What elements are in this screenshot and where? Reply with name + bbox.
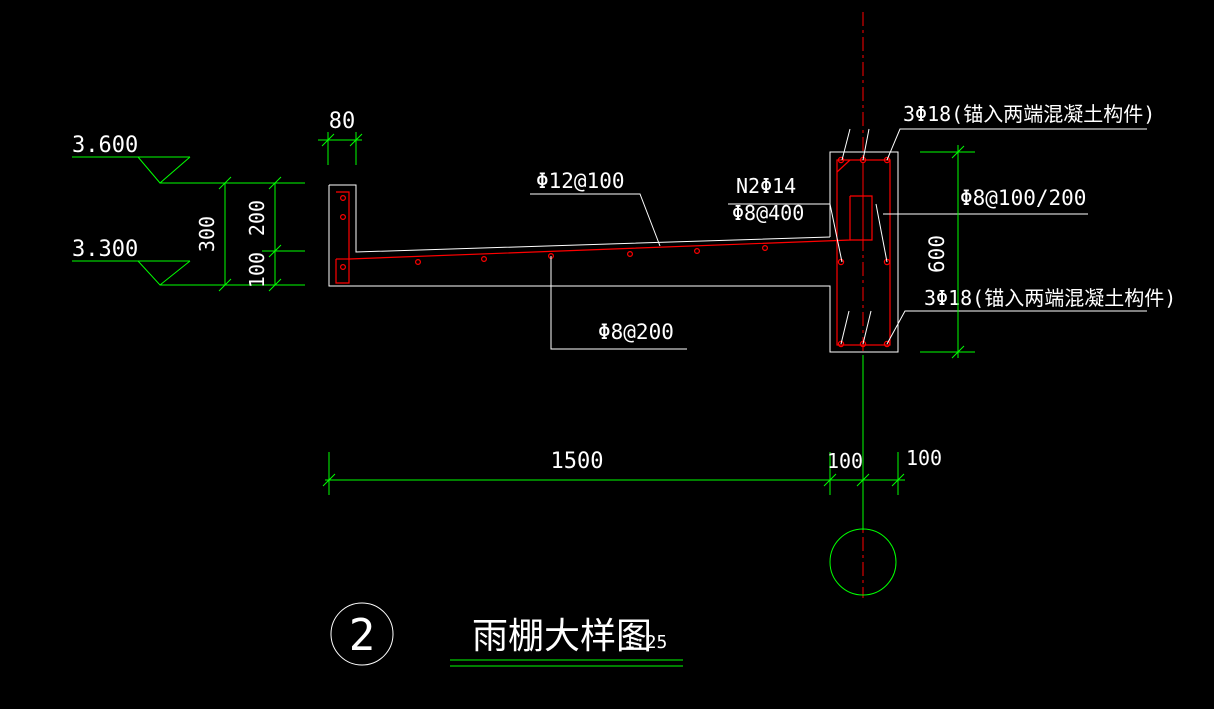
canopy-slab-outline: [328, 151, 899, 353]
axis-bubble: [829, 528, 897, 596]
beam-bottom-rebar-label: 3Φ18(锚入两端混凝土构件): [924, 286, 1176, 310]
leader-lines: [530, 128, 1147, 350]
tip-width-dimension: 80: [318, 109, 363, 165]
drawing-title: 2 雨棚大样图 1:25: [330, 602, 683, 667]
beam-top-rebar-label: 3Φ18(锚入两端混凝土构件): [903, 102, 1155, 126]
elevation-top-marker: 3.600: [72, 133, 305, 184]
n2-tie-label: Φ8@400: [732, 201, 804, 225]
depth-dimensions: 300 200 100: [195, 176, 305, 292]
elevation-bottom-marker: 3.300: [72, 237, 305, 286]
slab-top-rebar-label: Φ12@100: [536, 169, 625, 193]
elevation-bottom-label: 3.300: [72, 237, 138, 262]
tip-width-label: 80: [329, 109, 356, 134]
beam-half-right-label: 100: [906, 446, 942, 470]
n2-rebar-label: N2Φ14: [736, 174, 796, 198]
length-dimensions: 1500 100 100: [322, 446, 942, 495]
rebar-labels: Φ12@100 Φ8@200 N2Φ14 Φ8@400 3Φ18(锚入两端混凝土…: [536, 102, 1176, 344]
cantilever-length-label: 1500: [551, 449, 604, 474]
beam-depth-dimension: 600: [920, 145, 975, 359]
detail-number-circle: [330, 602, 394, 666]
drawing-scale: 1:25: [624, 632, 667, 653]
center-axis: [829, 12, 897, 598]
beam-depth-label: 600: [925, 235, 949, 273]
drawing-title-text: 雨棚大样图: [472, 616, 652, 657]
upper-depth-label: 200: [245, 200, 269, 236]
detail-number: 2: [349, 610, 376, 661]
elevation-top-label: 3.600: [72, 133, 138, 158]
distribution-rebar-label: Φ8@200: [598, 320, 674, 344]
lower-depth-label: 100: [245, 252, 269, 288]
stirrup-label: Φ8@100/200: [960, 186, 1086, 210]
beam-half-left-label: 100: [827, 449, 863, 473]
overall-depth-label: 300: [195, 216, 219, 252]
